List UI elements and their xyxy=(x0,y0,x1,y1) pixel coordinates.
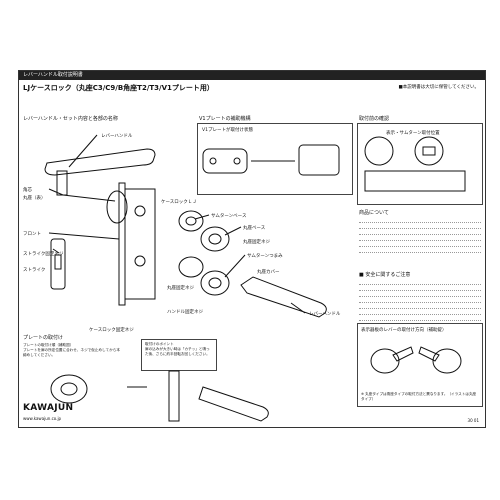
rose-left xyxy=(106,190,128,224)
caution-box: 表示器板のレバーの取付け方向（補助錠） ※ 丸座タイプは角座タイプの取付方法と異… xyxy=(357,323,483,407)
about-use-text xyxy=(359,217,481,267)
label-thumbturn-base: サムターンベース xyxy=(211,214,247,219)
plate-attach-note: プレートの取付け順（補助図） プレートを扉の所定位置に合わせ、ネジで仮止めしてか… xyxy=(23,343,120,357)
safety-text xyxy=(359,279,481,324)
rose-upper-right xyxy=(178,210,204,232)
rose-mid-right xyxy=(200,226,230,252)
label-case-lock: ケースロックＬＪ xyxy=(161,200,197,205)
v1-plate-label: V1プレートが取付け状態 xyxy=(202,128,253,133)
parts-illustration xyxy=(44,134,466,422)
caution-note: ※ 丸座タイプは角座タイプの取付方法と異なります。（イラストは丸座タイプ） xyxy=(361,392,477,401)
label-fixing-screw: 丸座固定ネジ xyxy=(243,240,270,245)
lever-handle-bottom xyxy=(240,276,327,318)
spindle-line xyxy=(62,194,116,202)
lever-handle-top xyxy=(44,148,156,176)
label-case-screw: ケースロック固定ネジ xyxy=(89,328,134,333)
attach-note: 取付けのポイント 扉の込みが大きい時は「カチッ」と鳴った後、さらに約半回転お回し… xyxy=(145,342,210,356)
page-number: 30 01 xyxy=(467,418,479,423)
header-bar-label: レバーハンドル取付説明書 xyxy=(23,72,83,78)
header-bar: レバーハンドル取付説明書 xyxy=(19,71,485,80)
section-v1-plate: V1プレートの補助機構 xyxy=(199,116,251,122)
section-install-order: 取付前の確認 xyxy=(359,116,390,122)
label-front: フロント xyxy=(23,232,41,237)
instruction-sheet: レバーハンドル取付説明書 LJケースロック（丸座C3/C9/B角座T2/T3/V… xyxy=(18,70,486,428)
brand-url: www.kawajun.co.jp xyxy=(23,416,62,421)
label-handle-fix-screw: ハンドル固定ネジ xyxy=(167,310,203,315)
label-strike-screw: ストライク固定ネジ xyxy=(23,252,64,257)
brand-logo: KAWAJUN xyxy=(23,403,74,413)
label-thumbturn: サムターンつまみ xyxy=(247,254,283,259)
top-right-note: ■本説明書は大切に保管してください。 xyxy=(398,85,479,90)
display-label: 表示・サムターン取付位置 xyxy=(386,131,440,136)
section-parts-names: レバーハンドル・セット内容と各部の名称 xyxy=(23,116,118,122)
section-about-use: 商品について xyxy=(359,210,389,216)
v1-plate-box: V1プレートが取付け状態 xyxy=(197,123,353,195)
label-round-seat: 丸座ベース xyxy=(243,226,266,231)
label-seat-round: 丸座（表） xyxy=(23,196,46,201)
case-front xyxy=(118,182,126,306)
section-safety: ■ 安全に関するご注意 xyxy=(359,272,411,278)
caution-title: 表示器板のレバーの取付け方向（補助錠） xyxy=(361,328,447,333)
label-lever-handle-right: レバーハンドル xyxy=(309,312,341,317)
label-strike: ストライク xyxy=(23,268,46,273)
label-spindle: 角芯 xyxy=(23,188,32,193)
label-seat-fix-screw: 丸座固定ネジ xyxy=(167,286,194,291)
label-lever-handle: レバーハンドル xyxy=(101,134,133,139)
page-title: LJケースロック（丸座C3/C9/B角座T2/T3/V1プレート用） xyxy=(23,84,214,92)
section-plate-attach: プレートの取付け xyxy=(23,335,64,341)
strike-plate xyxy=(50,238,66,290)
label-seat-cover: 丸座カバー xyxy=(257,270,280,275)
rose-lower-1 xyxy=(178,256,204,278)
rose-lower-2 xyxy=(200,270,230,296)
